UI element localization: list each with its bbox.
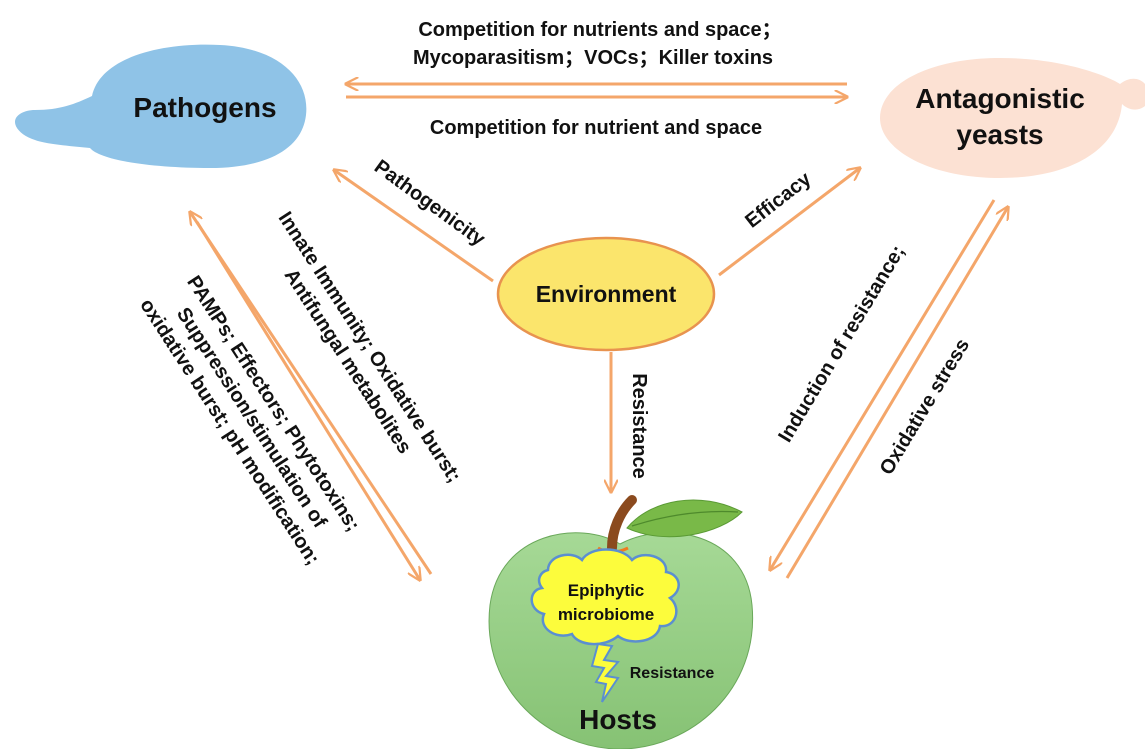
yeasts-shape: [880, 58, 1145, 178]
label-competition-nutrients-space: Competition for nutrients and space；: [418, 19, 781, 41]
label-induction-of-resistance: Induction of resistance;: [774, 242, 909, 447]
lightning-bolt-icon: [590, 642, 620, 703]
hosts-node: Epiphytic microbiome Resistance Hosts: [488, 495, 754, 749]
pathogens-shape: [15, 44, 307, 169]
label-suppression-stimulation: Suppression/stimulation of: [172, 304, 331, 532]
arrow-hosts-to-pathogens: [190, 212, 433, 575]
leaf-icon: [626, 499, 743, 538]
environment-label: Environment: [536, 281, 677, 307]
arrow-env-to-pathogens: [334, 170, 494, 283]
label-efficacy: Efficacy: [741, 167, 816, 232]
yeasts-label-line1: Antagonistic: [915, 83, 1085, 114]
yeasts-node: Antagonistic yeasts: [880, 58, 1145, 178]
environment-shape: [496, 236, 716, 352]
pathogens-hosts-arrows: Innate Immunity; Oxidative burst; Antifu…: [135, 208, 465, 580]
label-env-resistance: Resistance: [628, 373, 650, 479]
arrow-pathogens-to-hosts: [195, 221, 420, 580]
label-microbiome-resistance: Resistance: [630, 665, 715, 682]
cloud-icon: [530, 548, 680, 646]
yeasts-label-line2: yeasts: [956, 119, 1043, 150]
label-mycoparasitism-vocs-toxins: Mycoparasitism；VOCs；Killer toxins: [413, 47, 773, 69]
microbiome-label-line2: microbiome: [558, 605, 654, 624]
hosts-label: Hosts: [579, 704, 657, 735]
label-competition-nutrient-space: Competition for nutrient and space: [430, 117, 762, 139]
yeasts-hosts-arrows: Induction of resistance; Oxidative stres…: [770, 199, 1008, 579]
stem-icon: [607, 495, 637, 553]
arrow-yeasts-to-hosts: [770, 199, 996, 570]
arrow-hosts-to-yeasts: [785, 207, 1008, 579]
microbiome-label-line1: Epiphytic: [568, 581, 645, 600]
pathogens-label: Pathogens: [133, 92, 276, 123]
arrow-env-to-yeasts: [718, 168, 860, 277]
pathogens-node: Pathogens: [15, 44, 307, 169]
leaf-vein: [631, 510, 739, 527]
environment-node: Environment: [496, 236, 716, 352]
yeasts-pathogens-arrows: Competition for nutrients and space； Myc…: [346, 19, 847, 139]
